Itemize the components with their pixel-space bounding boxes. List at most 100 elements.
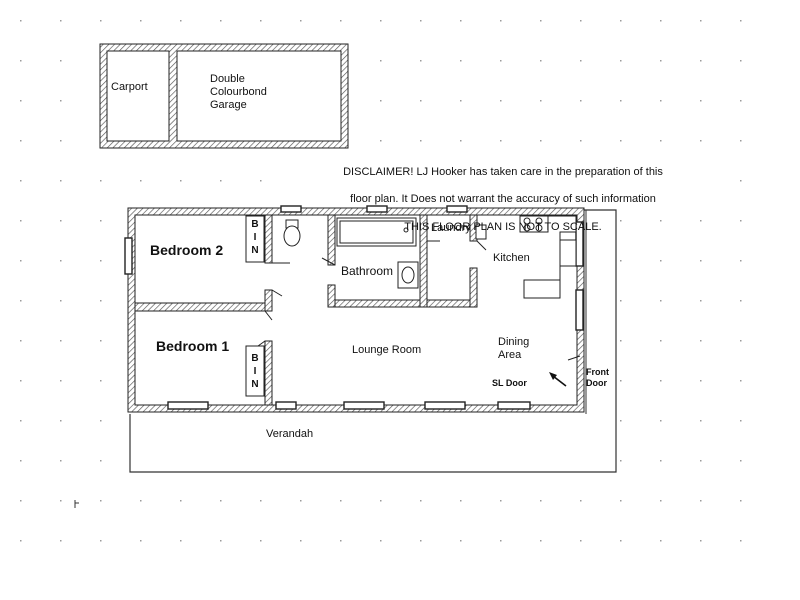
grid-dot xyxy=(580,100,582,102)
grid-dot xyxy=(580,60,582,62)
grid-dot xyxy=(460,20,462,22)
grid-dot xyxy=(740,340,742,342)
disclaimer-line-3: THIS FLOOR PLAN IS NOT TO SCALE. xyxy=(404,220,602,233)
grid-dot xyxy=(540,500,542,502)
grid-dot xyxy=(660,60,662,62)
grid-dot xyxy=(20,540,22,542)
grid-dot xyxy=(540,100,542,102)
fixtures xyxy=(245,215,577,397)
grid-dot xyxy=(620,500,622,502)
grid-dot xyxy=(700,140,702,142)
garage-label: Double Colourbond Garage xyxy=(210,73,267,112)
bathroom-label: Bathroom xyxy=(341,264,394,278)
grid-dot xyxy=(460,60,462,62)
grid-dot xyxy=(740,380,742,382)
grid-dot xyxy=(100,300,102,302)
grid-dot xyxy=(60,100,62,102)
grid-dot xyxy=(140,20,142,22)
grid-dot xyxy=(60,500,62,502)
grid-dot xyxy=(20,420,22,422)
grid-dot xyxy=(60,220,62,222)
grid-dot xyxy=(620,460,622,462)
grid-dot xyxy=(740,100,742,102)
grid-dot xyxy=(700,540,702,542)
grid-dot xyxy=(20,220,22,222)
grid-dot xyxy=(700,380,702,382)
grid-dot xyxy=(620,420,622,422)
grid-dot xyxy=(700,500,702,502)
kitchen-label: Kitchen xyxy=(493,252,530,264)
grid-dot xyxy=(740,460,742,462)
grid-dot xyxy=(100,540,102,542)
grid-dot xyxy=(740,420,742,422)
grid-dot xyxy=(340,20,342,22)
grid-dot xyxy=(100,260,102,262)
grid-dot xyxy=(700,340,702,342)
grid-dot xyxy=(340,540,342,542)
grid-dot xyxy=(140,500,142,502)
grid-dot xyxy=(660,300,662,302)
dot-grid xyxy=(20,20,742,542)
grid-dot xyxy=(60,140,62,142)
grid-dot xyxy=(340,500,342,502)
grid-dot xyxy=(420,100,422,102)
grid-dot xyxy=(260,540,262,542)
grid-dot xyxy=(100,460,102,462)
grid-dot xyxy=(620,540,622,542)
laundry-label: Laundry xyxy=(431,222,471,234)
grid-dot xyxy=(540,20,542,22)
grid-dot xyxy=(100,340,102,342)
grid-dot xyxy=(60,60,62,62)
grid-dot xyxy=(580,540,582,542)
bedroom-2-label: Bedroom 2 xyxy=(150,242,224,258)
grid-dot xyxy=(100,380,102,382)
grid-dot xyxy=(20,100,22,102)
grid-dot xyxy=(700,220,702,222)
sl-door-label: SL Door xyxy=(492,378,527,388)
grid-dot xyxy=(260,500,262,502)
grid-dot xyxy=(460,540,462,542)
front-door-marker xyxy=(549,372,567,387)
grid-dot xyxy=(180,540,182,542)
toilet-bowl xyxy=(283,225,301,247)
grid-dot xyxy=(300,500,302,502)
grid-dot xyxy=(460,500,462,502)
grid-dot xyxy=(540,60,542,62)
grid-dot xyxy=(60,180,62,182)
grid-dot xyxy=(60,260,62,262)
garage-building xyxy=(99,43,349,149)
grid-dot xyxy=(620,380,622,382)
grid-dot xyxy=(740,60,742,62)
grid-dot xyxy=(180,20,182,22)
grid-dot xyxy=(700,100,702,102)
grid-dot xyxy=(620,340,622,342)
disclaimer-text: DISCLAIMER! LJ Hooker has taken care in … xyxy=(298,152,708,235)
grid-dot xyxy=(580,140,582,142)
grid-dot xyxy=(740,180,742,182)
grid-dot xyxy=(220,540,222,542)
grid-dot xyxy=(380,100,382,102)
grid-dot xyxy=(660,380,662,382)
grid-dot xyxy=(20,380,22,382)
grid-dot xyxy=(700,260,702,262)
grid-dot xyxy=(20,460,22,462)
grid-dot xyxy=(60,20,62,22)
front-door-label: Front Door xyxy=(586,367,609,388)
grid-dot xyxy=(620,100,622,102)
grid-dot xyxy=(500,140,502,142)
grid-dot xyxy=(60,340,62,342)
grid-dot xyxy=(500,60,502,62)
grid-dot xyxy=(380,540,382,542)
built-in-robe-bedroom-2 xyxy=(245,215,265,263)
grid-dot xyxy=(60,540,62,542)
bin-label-bedroom-2: B I N xyxy=(251,219,259,256)
grid-dot xyxy=(740,260,742,262)
bedroom-1-label: Bedroom 1 xyxy=(156,338,230,354)
grid-dot xyxy=(20,180,22,182)
verandah-label: Verandah xyxy=(266,428,314,440)
grid-dot xyxy=(380,500,382,502)
grid-dot xyxy=(460,140,462,142)
grid-dot xyxy=(740,20,742,22)
